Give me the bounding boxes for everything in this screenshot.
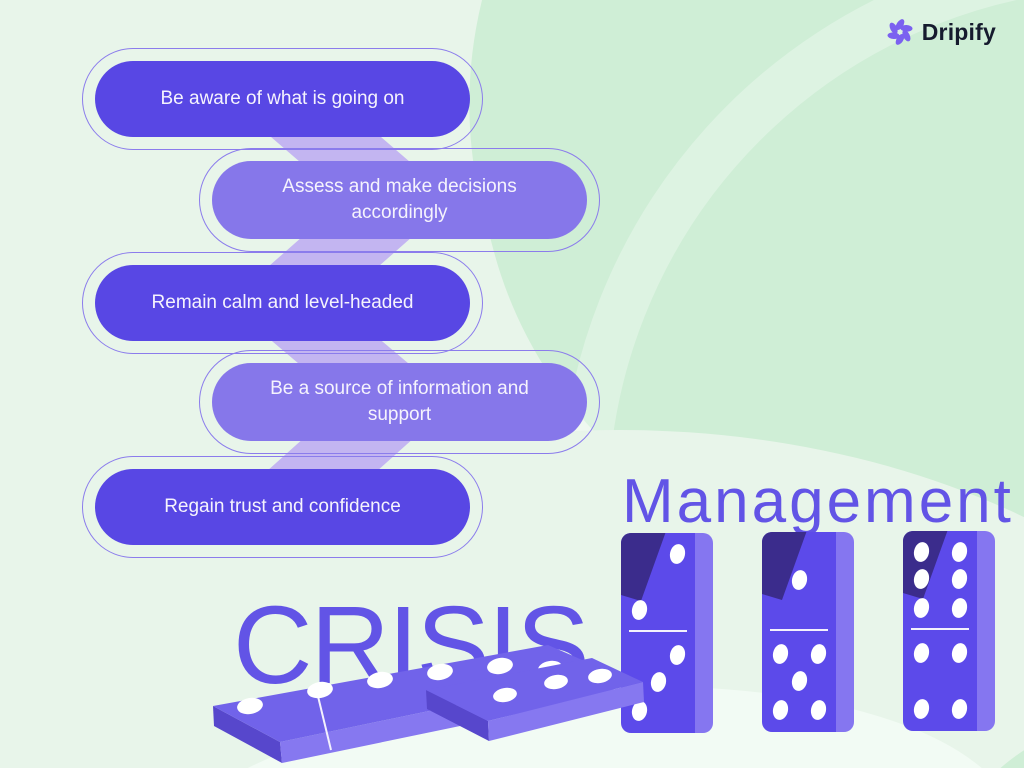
step-label: Be aware of what is going on [160,88,405,110]
brand-name: Dripify [921,18,996,45]
title-management: Management [622,467,1014,536]
step-label: Remain calm and level-headed [151,292,414,314]
domino-side-face [836,532,854,732]
domino-pip [911,567,931,591]
domino-pip [911,641,931,665]
step-label: Be a source of information and support [270,378,529,425]
domino-pip [949,567,969,591]
standing-domino-1 [621,533,713,733]
domino-pip [911,596,931,620]
domino-bottom-half [762,633,836,729]
domino-top-half [621,533,695,629]
domino-top-half [903,531,977,627]
domino-pip [667,542,687,566]
title-crisis: CRISIS [233,584,590,707]
step-label: Assess and make decisions accordingly [282,176,517,223]
domino-face [903,531,977,731]
domino-pip [949,596,969,620]
domino-pip [949,641,969,665]
domino-side-face [695,533,713,733]
domino-pip [949,540,969,564]
domino-bottom-half [621,634,695,730]
domino-pip [949,697,969,721]
domino-face [762,532,836,732]
standing-domino-3 [903,531,995,731]
dripify-pinwheel-icon [887,19,913,45]
domino-pip [629,598,649,622]
domino-pip [911,697,931,721]
domino-top-half [762,532,836,628]
domino-pip [667,643,687,667]
domino-pip [808,698,828,722]
domino-pip [808,642,828,666]
domino-divider [770,629,828,631]
brand-logo: Dripify [885,17,996,47]
domino-pip [770,642,790,666]
domino-divider [629,630,687,632]
domino-pip [789,568,809,592]
domino-pip [789,669,809,693]
domino-pip [770,698,790,722]
standing-domino-2 [762,532,854,732]
domino-bottom-half [903,632,977,728]
domino-pip [629,699,649,723]
domino-divider [911,628,969,630]
domino-pip [911,540,931,564]
step-label: Regain trust and confidence [164,496,401,518]
domino-pip [648,670,668,694]
domino-side-face [977,531,995,731]
domino-face [621,533,695,733]
